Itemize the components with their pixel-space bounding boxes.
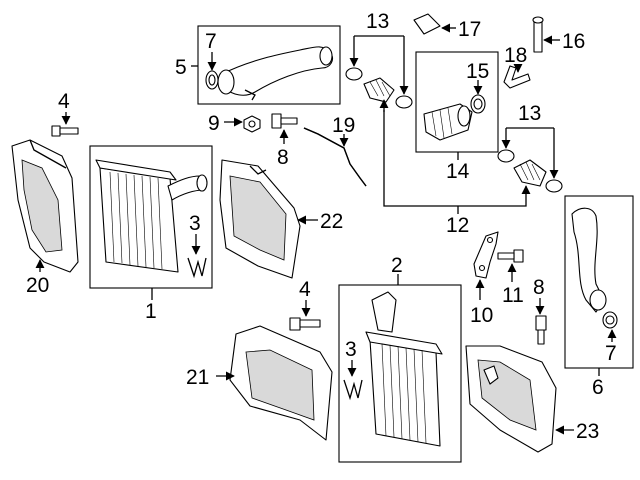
bolt-center <box>289 317 321 331</box>
bracket-10 <box>473 231 499 279</box>
intercooler-right <box>365 291 443 447</box>
air-duct-left <box>11 139 79 273</box>
bolt-8-lower <box>535 315 547 345</box>
callout-13-upper: 13 <box>366 10 389 33</box>
leader-lines <box>35 23 617 435</box>
nut-9 <box>243 115 261 133</box>
callout-9: 9 <box>208 112 220 135</box>
bolt-11 <box>497 249 524 263</box>
callout-20: 20 <box>26 274 49 297</box>
pipe-18 <box>503 65 531 89</box>
bolt-8-upper <box>271 113 298 129</box>
shroud-center <box>219 159 301 279</box>
group-box-5 <box>197 25 341 105</box>
callout-18: 18 <box>504 44 527 67</box>
clamp-lower-left <box>497 149 515 163</box>
callout-19: 19 <box>332 114 355 137</box>
callout-1: 1 <box>145 300 157 323</box>
tube-16 <box>532 16 544 53</box>
leader-12-bracket <box>383 110 527 207</box>
shroud-right <box>465 345 557 453</box>
bolt-upper-left <box>51 125 79 137</box>
callout-23: 23 <box>576 420 599 443</box>
callout-7-upper: 7 <box>205 30 217 53</box>
clamp-upper-right <box>395 95 413 109</box>
callout-11: 11 <box>502 284 524 307</box>
callout-10: 10 <box>470 304 493 327</box>
callout-15: 15 <box>466 60 489 83</box>
clamp-lower-right <box>545 179 563 193</box>
callout-8-upper: 8 <box>277 146 289 169</box>
wire-19 <box>303 127 367 187</box>
callout-21: 21 <box>186 366 209 389</box>
air-duct-lower <box>229 325 333 441</box>
callout-12: 12 <box>446 214 469 237</box>
intake-hose <box>217 46 333 101</box>
hose-connector-upper <box>363 77 395 103</box>
callout-22: 22 <box>320 210 343 233</box>
callout-4-center: 4 <box>299 278 311 301</box>
group-box-2 <box>338 284 462 463</box>
turbo-outlet-pipe <box>423 103 473 141</box>
callout-13-lower: 13 <box>518 102 541 125</box>
callout-5: 5 <box>175 56 187 79</box>
clip-right <box>343 379 363 401</box>
callout-4-upper: 4 <box>58 90 70 113</box>
callout-7-lower: 7 <box>605 342 617 365</box>
callout-3-lower: 3 <box>345 338 357 361</box>
intake-hose-right <box>571 207 607 313</box>
callout-2: 2 <box>391 254 403 277</box>
group-box-14 <box>415 51 499 153</box>
clamp-upper-left <box>345 67 363 81</box>
callout-14: 14 <box>446 160 470 183</box>
clip-left <box>187 257 207 279</box>
callout-16: 16 <box>562 30 585 53</box>
o-ring-upper <box>205 70 219 90</box>
cap-17 <box>413 13 441 35</box>
hose-connector-lower <box>513 159 547 187</box>
callout-8-lower: 8 <box>533 276 545 299</box>
o-ring-lower <box>602 311 618 329</box>
group-box-1 <box>89 145 213 289</box>
o-ring-15 <box>470 94 486 114</box>
callout-3-upper: 3 <box>189 212 201 235</box>
callout-17: 17 <box>458 18 481 41</box>
callout-6: 6 <box>592 376 604 399</box>
intercooler-left <box>95 159 208 273</box>
callout-labels: 5 7 4 9 8 19 20 3 1 22 13 17 16 18 15 14… <box>26 10 617 443</box>
